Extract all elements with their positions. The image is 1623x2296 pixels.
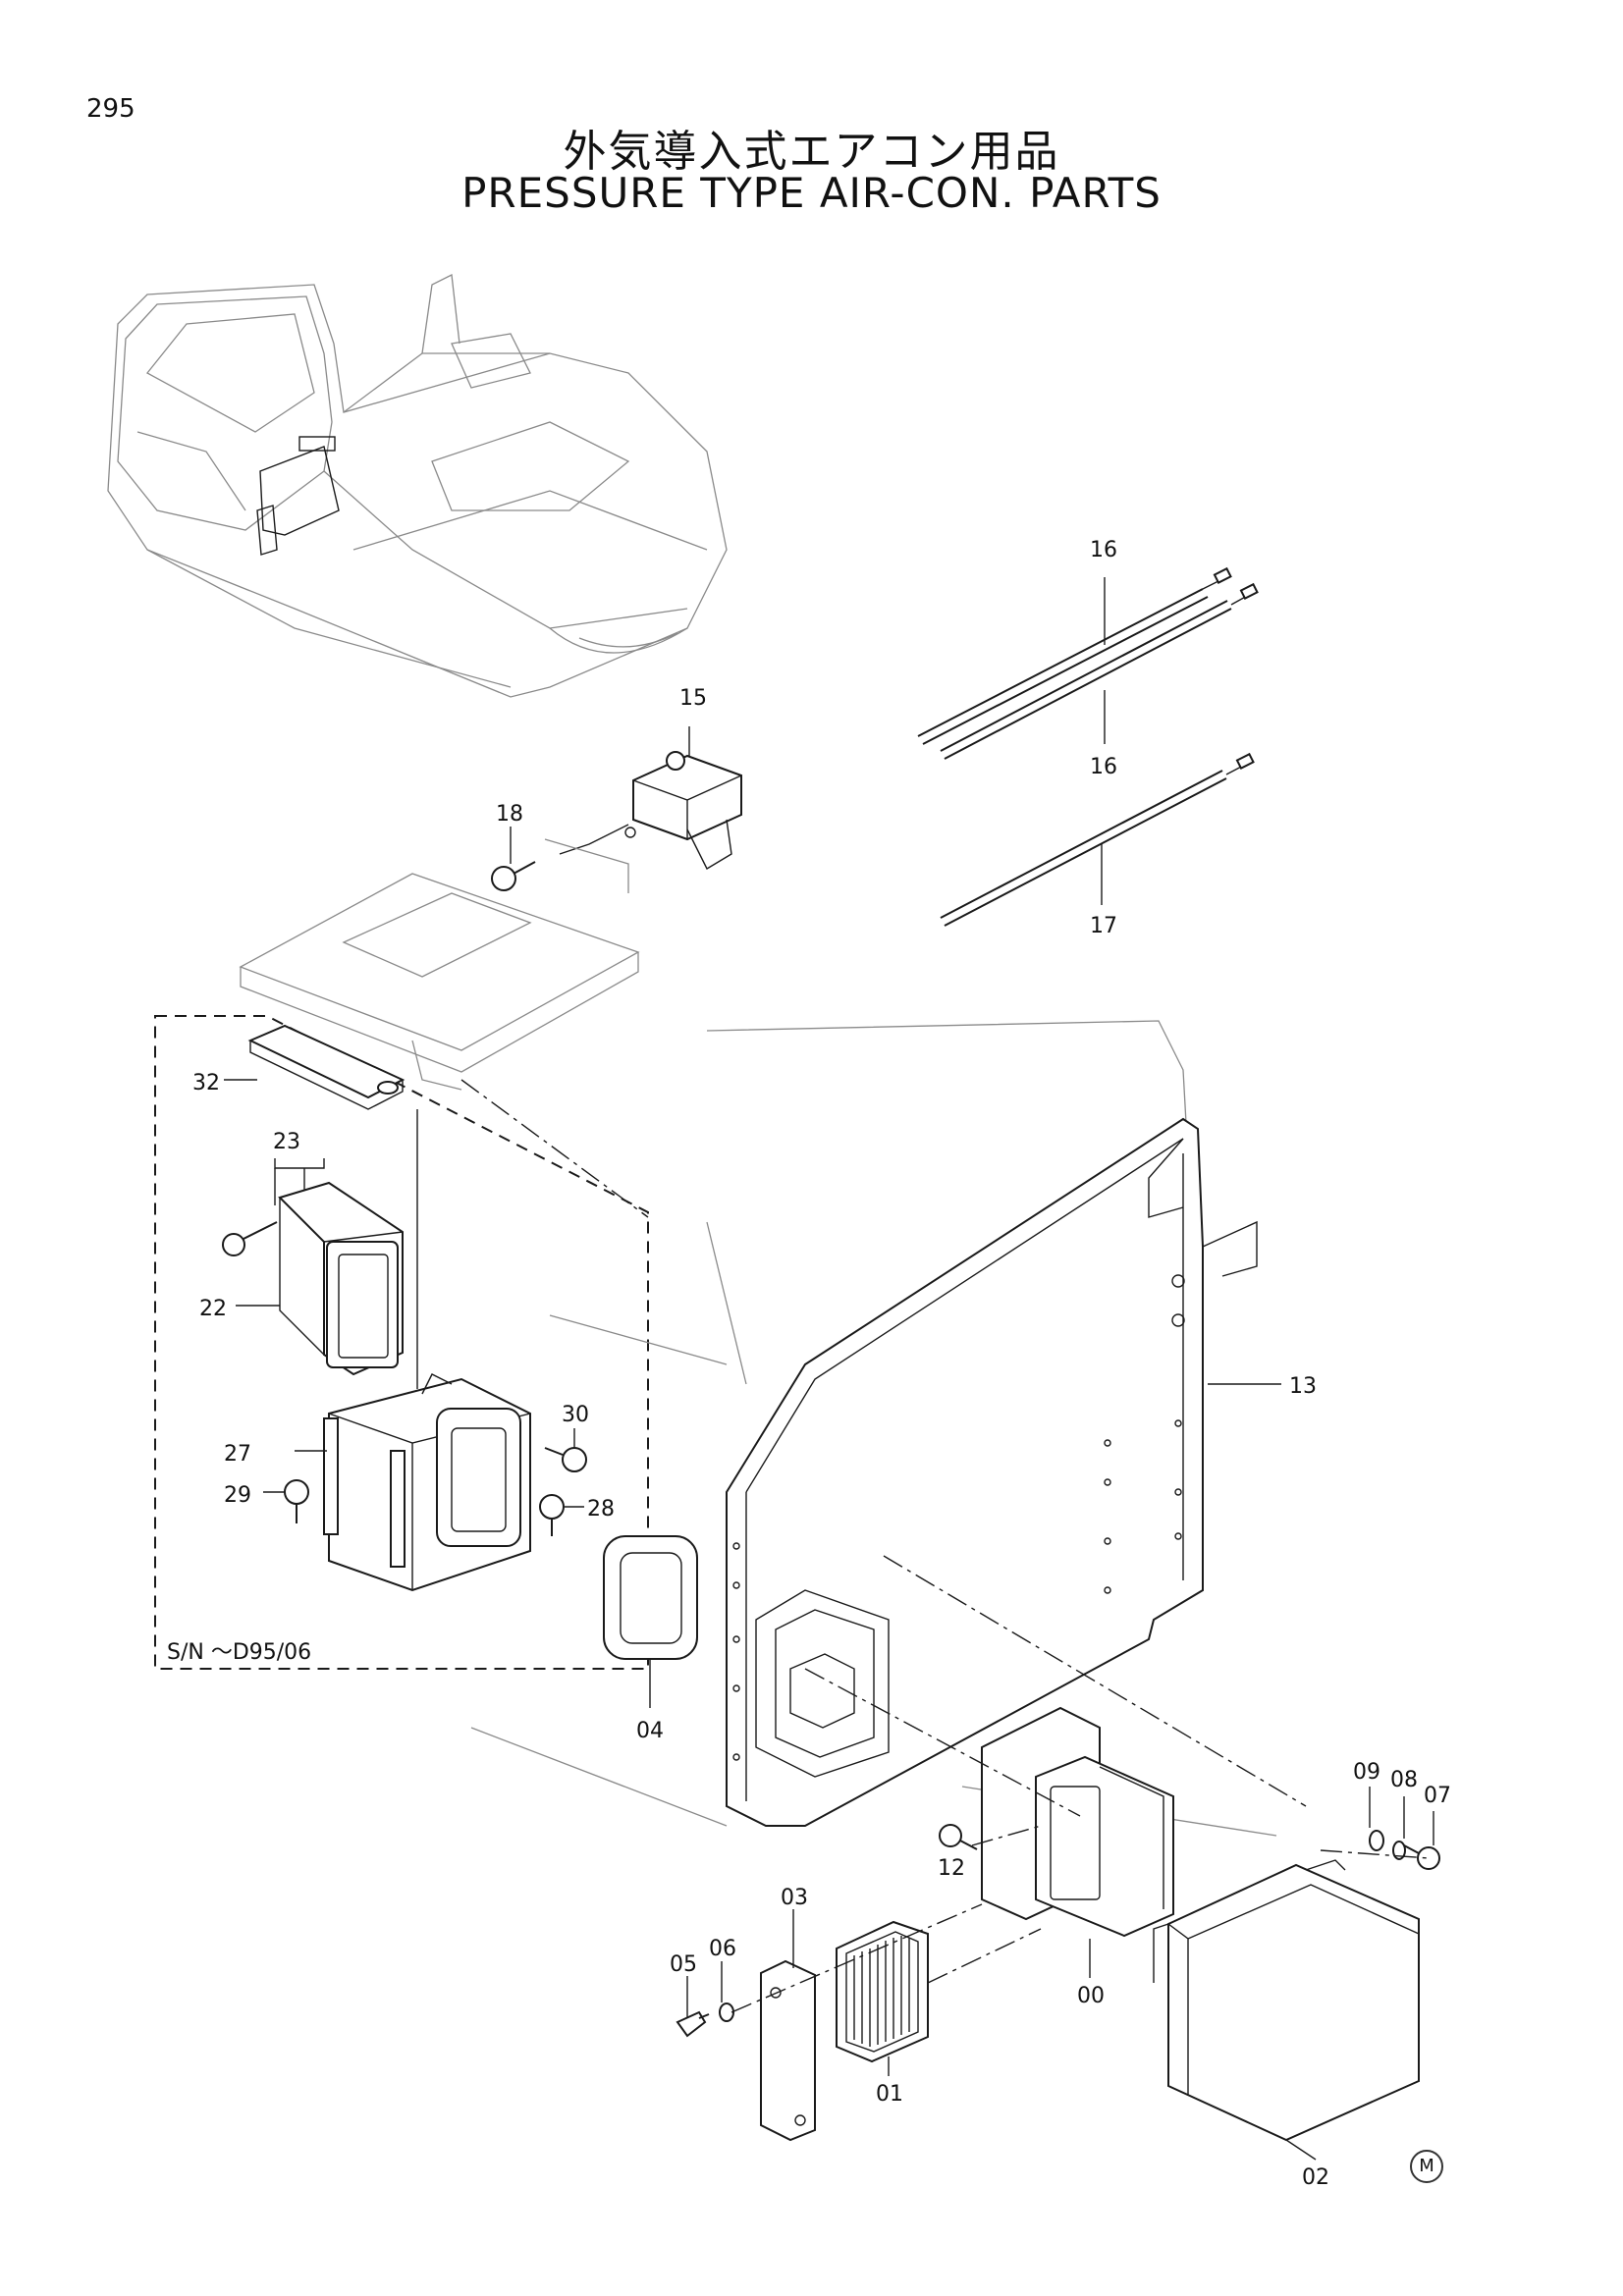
label-16-upper: 16 [1090,538,1117,562]
rod-16-lower [940,582,1259,760]
screw-05 [676,1976,710,2038]
label-12: 12 [938,1856,965,1881]
label-15: 15 [679,686,707,711]
bolt-29 [263,1479,309,1523]
rod-16-upper [917,566,1232,745]
aircon-unit-27 [295,1373,531,1592]
serial-note: S/N ～D95/06 [167,1640,311,1665]
bolt-12 [939,1824,978,1850]
corner-mark: M [1410,2150,1443,2183]
label-08: 08 [1390,1768,1418,1792]
floor-plate [239,838,640,1091]
controller-15 [559,726,742,870]
label-23: 23 [273,1130,300,1154]
label-06: 06 [709,1937,736,1961]
label-22: 22 [199,1297,227,1321]
label-03: 03 [781,1886,808,1910]
bracket-32 [247,1024,418,1389]
frame-13 [726,1117,1281,1827]
serial-range-box [154,1015,649,1670]
label-13: 13 [1289,1374,1317,1399]
label-00: 00 [1077,1984,1105,2008]
bolt-28 [539,1494,584,1536]
washer-08 [1392,1796,1406,1860]
filter-01 [836,1920,929,2076]
duct-22 [236,1181,404,1376]
rod-17 [940,752,1255,927]
excavator-overview [107,274,728,698]
label-16-lower: 16 [1090,755,1117,779]
assembly-centerlines [460,1079,1430,2013]
label-29: 29 [224,1483,251,1508]
label-28: 28 [587,1497,615,1522]
washer-09 [1369,1787,1384,1851]
washer-06 [719,1961,734,2022]
label-01: 01 [876,2082,903,2107]
label-27: 27 [224,1442,251,1467]
label-18: 18 [496,802,523,827]
label-09: 09 [1353,1760,1380,1785]
bolt-30 [544,1428,587,1472]
gasket-04 [603,1535,698,1708]
title-english: PRESSURE TYPE AIR-CON. PARTS [461,169,1162,217]
housing-00 [981,1706,1174,1978]
bolt-18 [491,827,536,891]
label-04: 04 [636,1719,664,1743]
outer-box-02 [1153,1859,1420,2161]
page-number: 295 [86,94,135,124]
bolt-07 [1403,1811,1440,1870]
label-05: 05 [670,1952,697,1977]
label-07: 07 [1424,1784,1451,1808]
label-30: 30 [562,1403,589,1427]
label-02: 02 [1302,2165,1329,2190]
title-japanese: 外気導入式エアコン用品 [563,127,1060,177]
label-17: 17 [1090,914,1117,938]
cover-03 [760,1909,816,2142]
label-32: 32 [192,1071,220,1095]
